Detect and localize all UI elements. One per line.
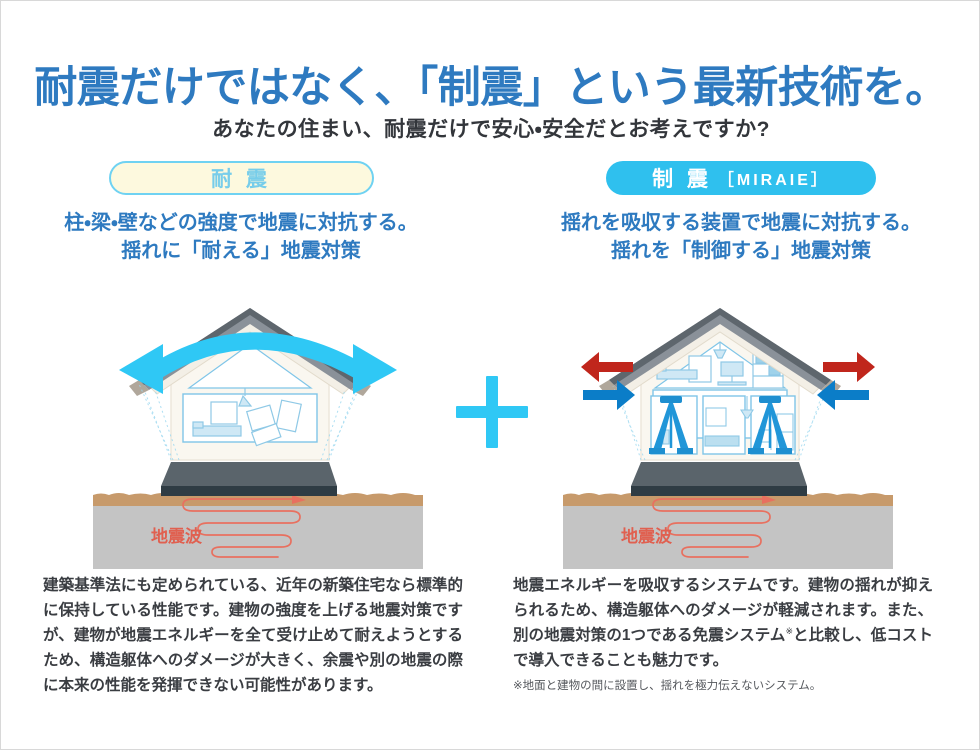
taishin-house-diagram: 地震波 — [93, 308, 423, 569]
seismic-wave-path — [182, 498, 301, 558]
lead-seishin-line1: 揺れを吸収する装置で地震に対抗する。 — [561, 212, 921, 234]
seismic-wave-label-right: 地震波 — [621, 526, 673, 546]
sofa — [704, 435, 740, 447]
badge-taishin-label: 耐 震 — [211, 168, 271, 191]
damper-foot-left — [649, 448, 665, 454]
page-title: 耐震だけではなく、「制震」という最新技術を。 — [34, 64, 948, 112]
desk — [717, 381, 747, 386]
seismic-wave-arrowhead — [762, 495, 776, 504]
attic-space — [187, 343, 313, 389]
foundation-block — [161, 462, 337, 486]
body-copy-taishin: 建築基準法にも定められている、近年の新築住宅なら標準的に保持している性能です。建… — [43, 573, 463, 699]
column-seishin-header: 制 震 ［MIRAIE］ 揺れを吸収する装置で地震に対抗する。 揺れを「制御する… — [521, 161, 961, 266]
damper-cap — [759, 396, 781, 403]
column-taishin-header: 耐 震 柱・梁・壁などの強度で地震に対抗する。 揺れに「耐える」地震対策 — [21, 161, 461, 266]
body-copy-taishin-text: 建築基準法にも定められている、近年の新築住宅なら標準的に保持している性能です。建… — [43, 577, 463, 695]
arrow-red-right — [823, 352, 875, 382]
illustration-seishin: 地震波 — [563, 284, 893, 574]
roof-eave-left — [129, 380, 149, 396]
falling-chair — [250, 422, 282, 447]
seismic-wave-path — [652, 498, 771, 558]
body-seishin-superscript: ※ — [785, 626, 794, 637]
furniture-upper — [192, 388, 302, 447]
window — [705, 407, 727, 427]
damper-foot-right — [677, 448, 693, 454]
pillow — [192, 421, 204, 429]
arrow-blue-right — [817, 380, 869, 410]
sway-ghost-lines — [612, 385, 830, 461]
foundation-base — [161, 486, 337, 496]
page-subtitle: あなたの住まい、耐震だけで安心・安全だとお考えですか? — [212, 118, 770, 141]
tilted-shelf — [275, 399, 302, 433]
seishin-house-diagram: 地震波 — [563, 308, 893, 569]
lead-seishin-line2: 揺れを「制御する」地震対策 — [611, 240, 871, 263]
ceiling-lamp — [713, 349, 727, 359]
plus-separator-icon — [456, 376, 528, 448]
bed — [192, 425, 242, 437]
body-seishin-part2: と比較し、低コストで導入できることも魅力です。 — [513, 627, 933, 670]
picture-frame — [210, 401, 238, 425]
seismic-wave-arrowhead — [292, 495, 306, 504]
subsoil-layer — [563, 506, 893, 569]
body-copy-seishin: 地震エネルギーを吸収するシステムです。建物の揺れが抑えられるため、構造躯体へのダ… — [513, 573, 933, 673]
illustration-taishin: 地震波 — [93, 284, 423, 574]
lead-taishin: 柱・梁・壁などの強度で地震に対抗する。 揺れに「耐える」地震対策 — [21, 209, 461, 266]
roof-main — [609, 308, 831, 390]
badge-seishin-brand: ［MIRAIE］ — [717, 172, 830, 189]
seismic-wave-label-left: 地震波 — [151, 526, 203, 546]
lead-seishin: 揺れを吸収する装置で地震に対抗する。 揺れを「制御する」地震対策 — [521, 209, 961, 266]
damper-cap — [660, 396, 682, 403]
force-arrows-right — [817, 352, 875, 410]
arc-arrowhead-right — [353, 344, 397, 394]
damper-foot-left — [748, 448, 764, 454]
lead-taishin-line2: 揺れに「耐える」地震対策 — [121, 240, 361, 263]
damper-devices — [649, 396, 792, 454]
damper-left — [649, 396, 693, 454]
monitor — [720, 361, 744, 377]
arc-band — [150, 332, 366, 380]
floor-lamp-shade — [740, 409, 754, 419]
sway-ghost-lines — [138, 383, 362, 461]
arc-arrowhead-left — [119, 344, 163, 394]
force-arrows-left — [581, 352, 635, 410]
body-copy-seishin-text: 地震エネルギーを吸収するシステムです。建物の揺れが抑えられるため、構造躯体へのダ… — [513, 573, 933, 673]
subsoil-layer — [93, 506, 423, 569]
footnote-seishin: ※地面と建物の間に設置し、揺れを極力伝えないシステム。 — [513, 680, 822, 692]
sway-arc-arrow — [119, 332, 397, 394]
badge-seishin-label: 制 震 — [652, 168, 712, 191]
damper-right — [748, 396, 792, 454]
damper-frame — [752, 403, 788, 450]
ceiling-lamp — [238, 394, 253, 407]
arrow-blue-left — [583, 380, 635, 410]
arrow-red-left — [581, 352, 633, 382]
badge-seishin: 制 震 ［MIRAIE］ — [606, 161, 876, 195]
badge-taishin: 耐 震 — [108, 161, 374, 195]
foundation-base — [631, 486, 807, 496]
foundation-block — [631, 462, 807, 486]
damper-foot-right — [776, 448, 792, 454]
body-seishin-part1: 地震エネルギーを吸収するシステムです。建物の揺れが抑えられるため、構造躯体へのダ… — [513, 577, 933, 645]
damper-frame — [653, 403, 689, 450]
lead-taishin-line1: 柱・梁・壁などの強度で地震に対抗する。 — [64, 212, 418, 234]
